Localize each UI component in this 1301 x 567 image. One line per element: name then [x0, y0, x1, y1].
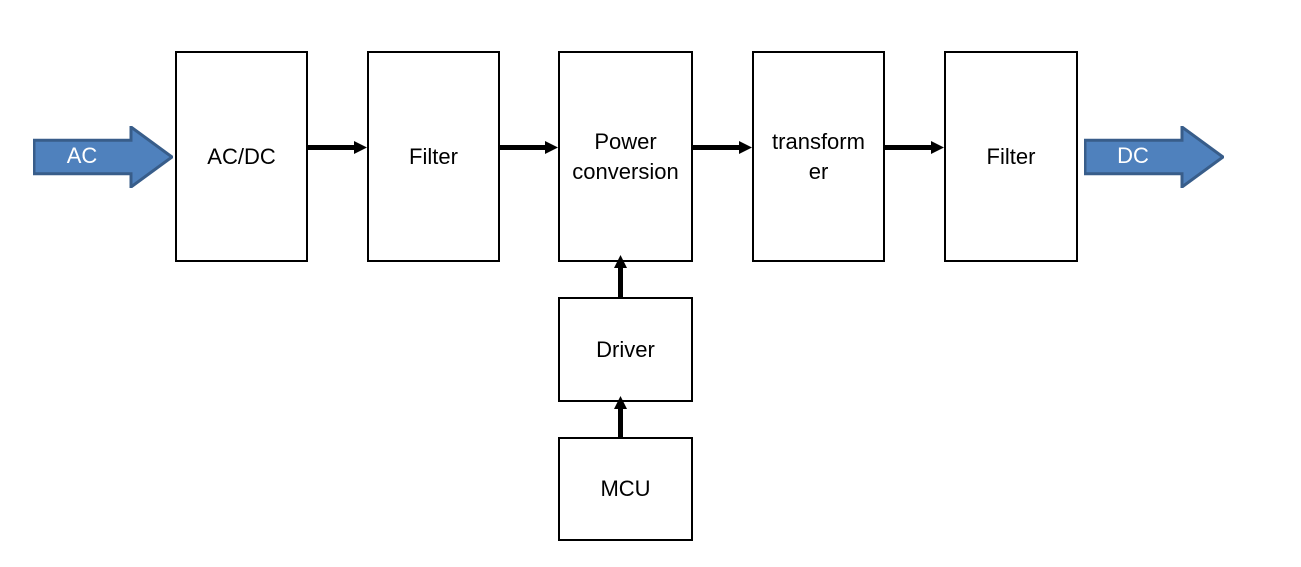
connector-mcu-to-driver	[613, 396, 627, 437]
block-mcu: MCU	[558, 437, 693, 541]
connector-driver-to-power	[613, 255, 627, 297]
block-filter-output-label: Filter	[986, 143, 1036, 169]
block-driver: Driver	[558, 297, 693, 402]
block-mcu-label: MCU	[600, 476, 651, 501]
block-power-conversion: Power conversion	[558, 51, 693, 262]
ac-input-arrow: AC	[32, 124, 175, 190]
dc-output-arrow-label: DC	[1117, 143, 1149, 168]
ac-input-arrow-label: AC	[66, 143, 98, 168]
ac-input-arrow-shape	[32, 124, 175, 190]
block-driver-label: Driver	[596, 336, 655, 362]
block-ac-dc: AC/DC	[175, 51, 308, 262]
dc-output-arrow-shape	[1083, 124, 1226, 190]
block-filter-input-label: Filter	[409, 143, 458, 169]
block-transformer: transform er	[752, 51, 885, 262]
connector-acdc-to-filter	[308, 140, 367, 154]
connector-transformer-to-filter	[885, 140, 944, 154]
block-power-conversion-label: Power conversion	[572, 128, 679, 184]
connector-filter-to-power	[500, 140, 558, 154]
block-ac-dc-label: AC/DC	[207, 143, 276, 169]
block-filter-input: Filter	[367, 51, 500, 262]
block-filter-output: Filter	[944, 51, 1078, 262]
block-transformer-label: transform er	[772, 128, 865, 184]
dc-output-arrow: DC	[1083, 124, 1226, 190]
connector-power-to-transformer	[693, 140, 752, 154]
